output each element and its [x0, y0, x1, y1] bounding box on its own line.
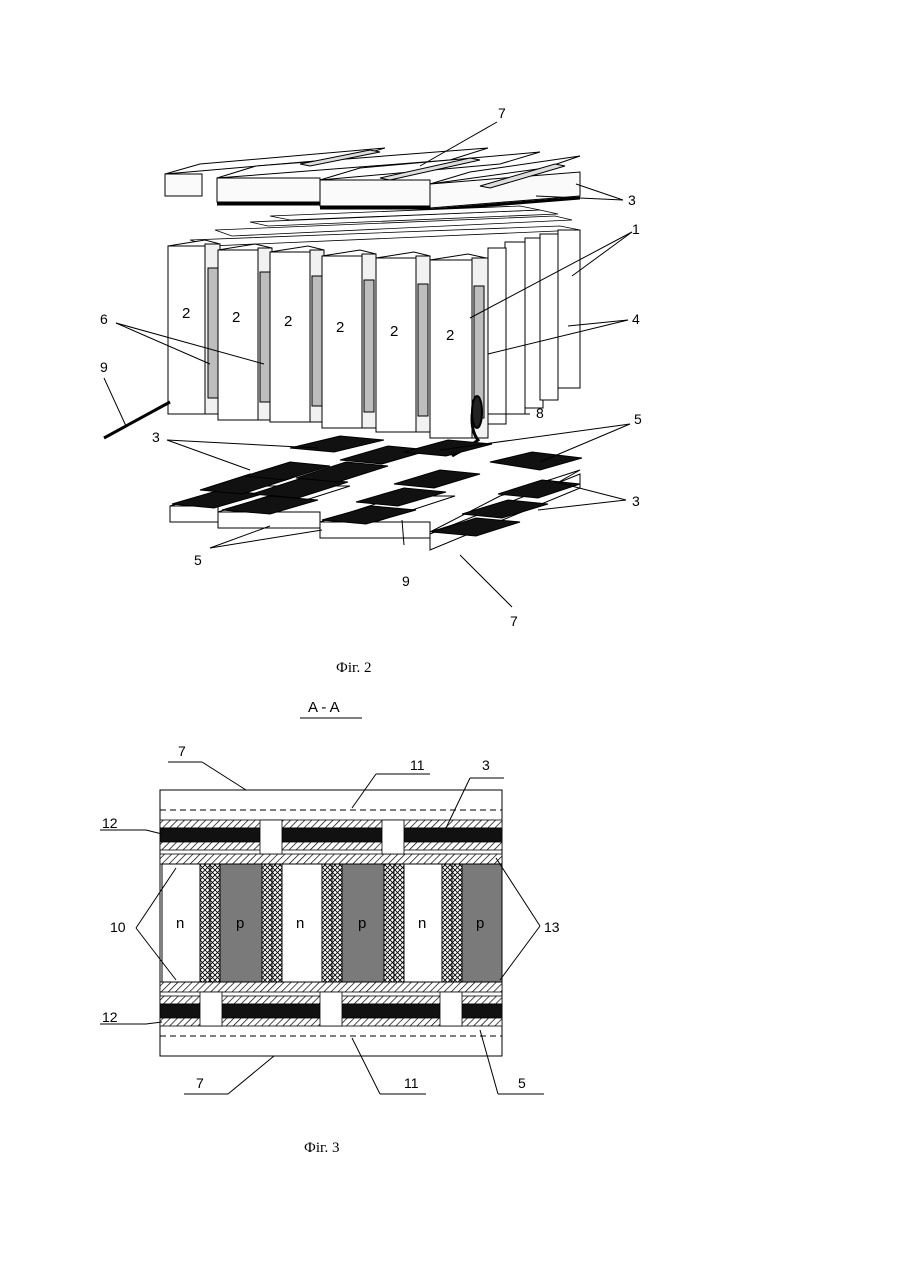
module-label: 2 [232, 309, 240, 326]
module-1 [168, 240, 220, 414]
label-3: 3 [632, 493, 640, 509]
figure-3-caption: Фіг. 3 [304, 1140, 339, 1156]
thermoelectric-modules [168, 240, 488, 438]
label-12: 12 [102, 1009, 118, 1025]
label-3: 3 [628, 192, 636, 208]
label-7: 7 [510, 613, 518, 629]
module-2 [218, 244, 272, 420]
leg-type-label: p [236, 915, 244, 932]
label-5: 5 [518, 1075, 526, 1091]
label-5: 5 [634, 411, 642, 427]
leader-9-left [104, 378, 126, 426]
leg-type-label: n [176, 915, 184, 932]
top-layer-stack [160, 820, 502, 864]
label-6: 6 [100, 311, 108, 327]
label-13: 13 [544, 919, 560, 935]
module-top-grid [190, 206, 580, 246]
back-modules [488, 230, 580, 424]
label-1: 1 [632, 221, 640, 237]
leg-type-label: p [476, 915, 484, 932]
leg-type-label: n [296, 915, 304, 932]
label-8: 8 [536, 405, 544, 421]
label-9: 9 [100, 359, 108, 375]
module-3 [270, 246, 324, 422]
label-7: 7 [498, 105, 506, 121]
module-label: 2 [390, 323, 398, 340]
module-label: 2 [284, 313, 292, 330]
top-ceramic-plates [165, 148, 580, 210]
section-label: A - A [308, 699, 340, 716]
figure-2-caption: Фіг. 2 [336, 660, 371, 676]
label-11: 11 [404, 1075, 419, 1091]
module-label: 2 [182, 305, 190, 322]
leg-type-label: p [358, 915, 366, 932]
module-5 [376, 252, 430, 432]
label-3: 3 [152, 429, 160, 445]
leg-type-label: n [418, 915, 426, 932]
module-label: 2 [336, 319, 344, 336]
label-3: 3 [482, 757, 490, 773]
label-7: 7 [196, 1075, 204, 1091]
label-9: 9 [402, 573, 410, 589]
label-11: 11 [410, 757, 425, 773]
figure-2: 2 2 2 2 2 2 [100, 105, 642, 676]
label-7: 7 [178, 743, 186, 759]
label-12: 12 [102, 815, 118, 831]
bottom-ceramic-plates [170, 436, 582, 550]
module-4 [322, 250, 376, 428]
module-label: 2 [446, 327, 454, 344]
label-5: 5 [194, 552, 202, 568]
figure-3: A - A [100, 699, 560, 1156]
label-4: 4 [632, 311, 640, 327]
label-10: 10 [110, 919, 126, 935]
bottom-layer-stack [160, 982, 502, 1026]
legs [162, 864, 502, 982]
